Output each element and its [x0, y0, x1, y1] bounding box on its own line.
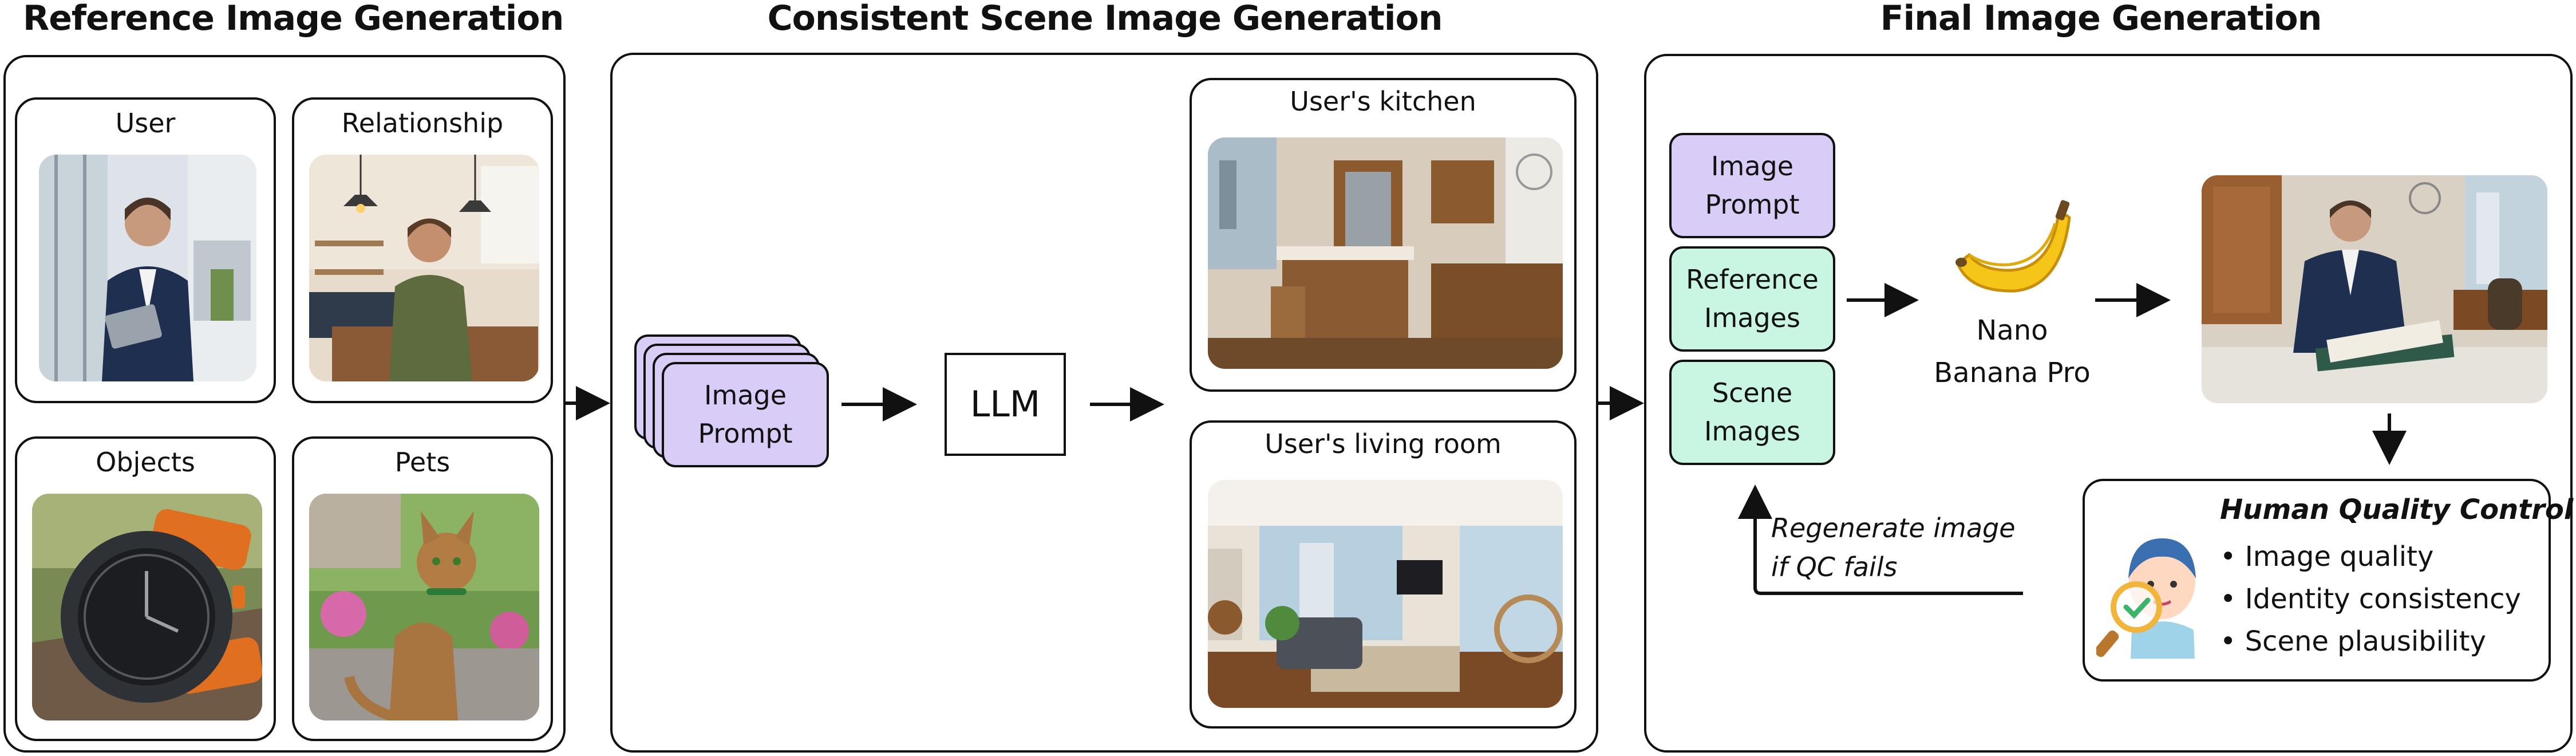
- reference-card-relationship: Relationship: [292, 97, 553, 403]
- card-label-objects: Objects: [96, 447, 195, 478]
- section-title-reference: Reference Image Generation: [23, 0, 564, 38]
- reference-card-objects: Objects: [15, 436, 276, 741]
- scene-card-kitchen: User's kitchen: [1190, 78, 1577, 392]
- pets-photo: [309, 494, 539, 720]
- model-name: Nano Banana Pro: [1934, 314, 2091, 389]
- reference-card-pets: Pets: [292, 436, 553, 741]
- qc-item-0: • Image quality: [2220, 541, 2434, 573]
- relationship-photo: [309, 155, 539, 381]
- final-output-photo: [2202, 175, 2547, 403]
- scene-card-living-room: User's living room: [1190, 420, 1577, 729]
- qc-item-1: • Identity consistency: [2220, 583, 2521, 615]
- banana-icon: [1946, 195, 2078, 304]
- kitchen-photo: [1208, 137, 1563, 369]
- bullet-icon: •: [2220, 625, 2237, 657]
- regenerate-note: Regenerate image if QC fails: [1771, 513, 2016, 582]
- final-image-prompt: Image Prompt: [1669, 133, 1835, 238]
- card-label-living-room: User's living room: [1265, 428, 1502, 459]
- qc-box: Human Quality Control • Image quality • …: [2083, 479, 2573, 682]
- llm-box: LLM: [945, 353, 1066, 456]
- qc-item-2: • Scene plausibility: [2220, 625, 2486, 657]
- objects-photo: [32, 494, 262, 720]
- card-label-kitchen: User's kitchen: [1290, 86, 1476, 117]
- section-title-scene: Consistent Scene Image Generation: [767, 0, 1443, 38]
- living-room-photo: [1208, 480, 1563, 708]
- final-reference-images: Reference Images: [1669, 246, 1835, 352]
- card-label-user: User: [115, 108, 176, 139]
- inspector-magnifier-icon: [2094, 521, 2217, 659]
- card-label-relationship: Relationship: [341, 108, 504, 139]
- scene-image-prompt: Image Prompt: [662, 362, 829, 467]
- bullet-icon: •: [2220, 541, 2237, 573]
- section-title-final: Final Image Generation: [1880, 0, 2322, 38]
- bullet-icon: •: [2220, 583, 2237, 615]
- user-photo: [39, 155, 256, 381]
- arrow-qc-to-regenerate: [1738, 485, 2023, 595]
- card-label-pets: Pets: [394, 447, 451, 478]
- reference-card-user: User: [15, 97, 276, 403]
- qc-title: Human Quality Control: [2220, 494, 2574, 526]
- final-scene-images: Scene Images: [1669, 360, 1835, 465]
